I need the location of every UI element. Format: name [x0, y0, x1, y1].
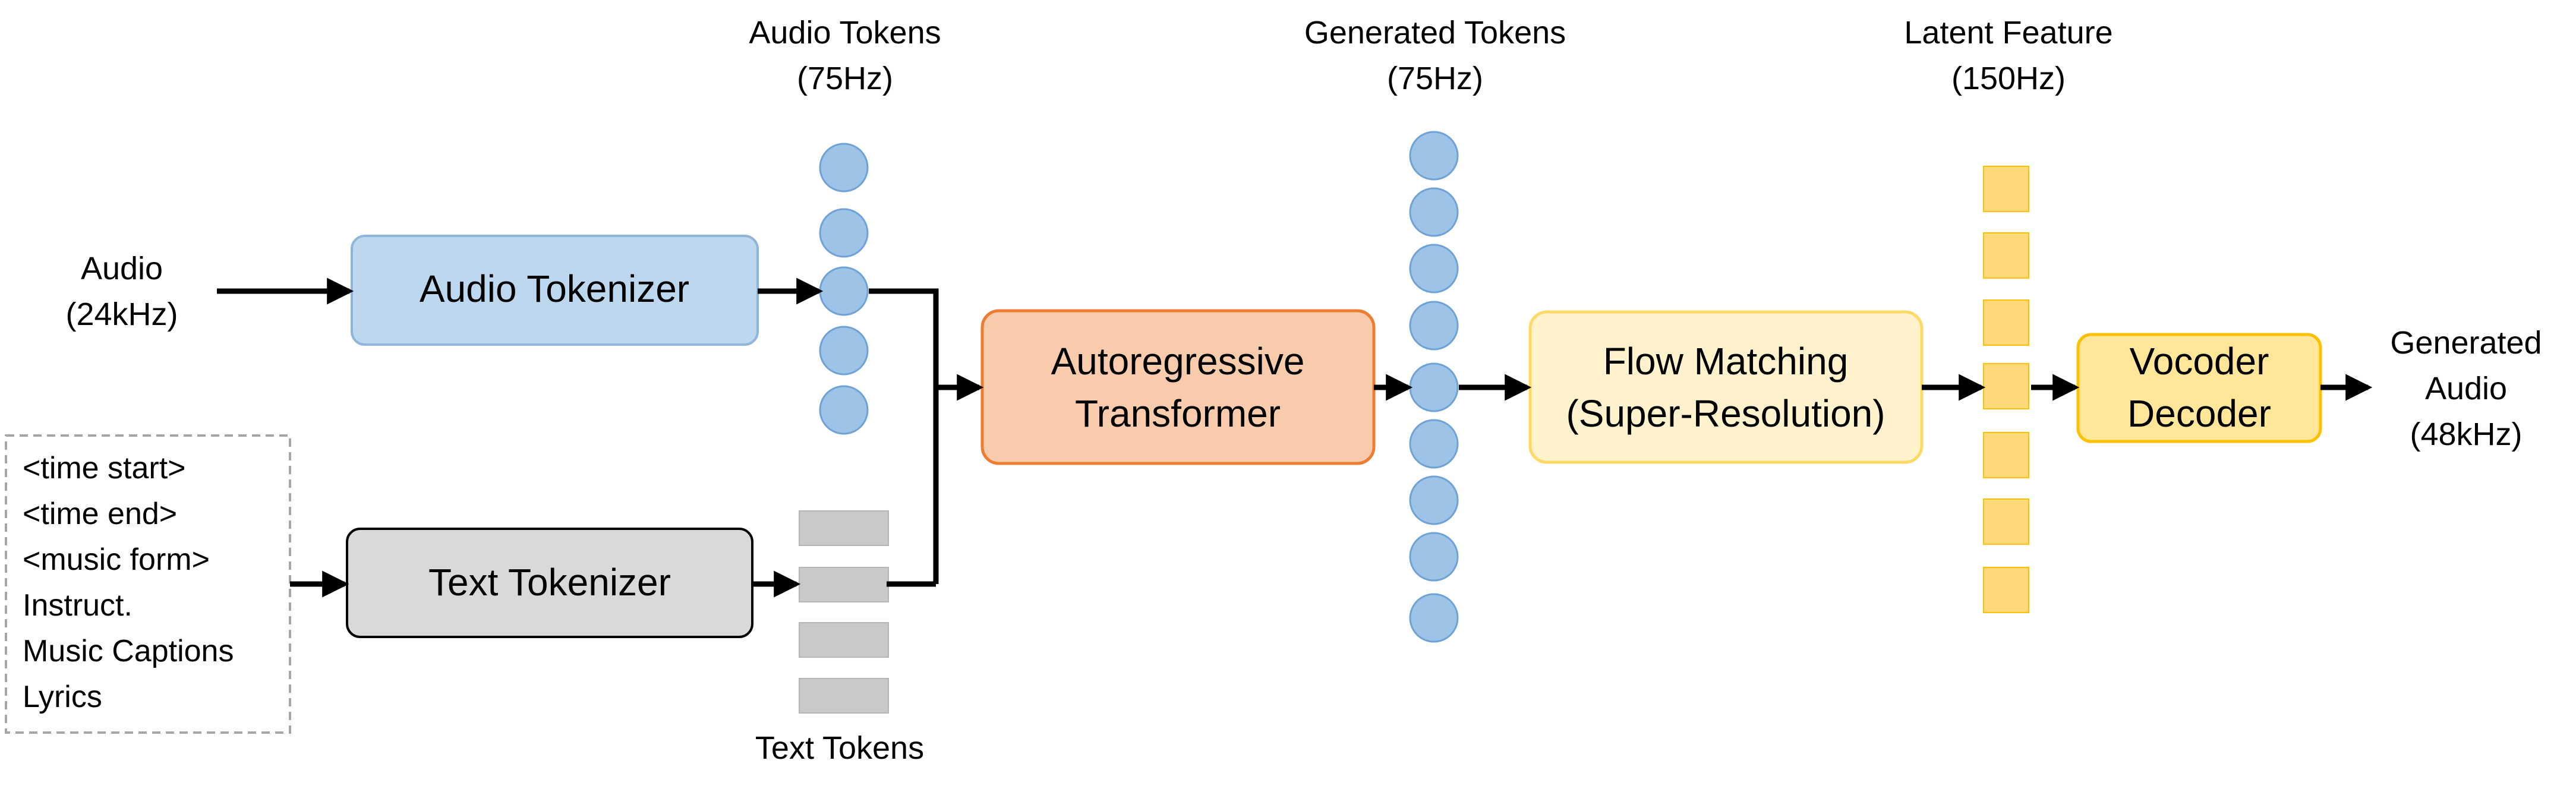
audio-tokens-label: Audio Tokens [749, 15, 941, 51]
generated-tokens-rate-label: (75Hz) [1387, 61, 1483, 96]
latent-feature-token [1983, 567, 2029, 613]
flow-matching-label-line2: (Super-Resolution) [1566, 392, 1885, 435]
text-input-music-captions: Music Captions [23, 634, 234, 668]
audio-input-label: Audio [81, 251, 163, 286]
latent-feature-rate-label: (150Hz) [1951, 61, 2066, 96]
text-tokenizer-box: Text Tokenizer [346, 528, 753, 638]
generated-token [1409, 475, 1459, 525]
latent-feature-label: Latent Feature [1904, 15, 2112, 51]
generated-token [1409, 532, 1459, 582]
generated-token [1409, 593, 1459, 643]
text-token [799, 622, 889, 658]
audio-tokenizer-label: Audio Tokenizer [420, 267, 689, 310]
generated-audio-label-line2: Audio [2425, 371, 2507, 406]
latent-feature-token [1983, 232, 2029, 279]
text-token [799, 567, 889, 602]
text-tokens-label: Text Tokens [755, 730, 924, 766]
text-input-music-form: <music form> [23, 542, 210, 577]
generated-token [1409, 244, 1459, 294]
generated-tokens-label: Generated Tokens [1304, 15, 1566, 51]
connector-audio-tokens-to-merge [869, 288, 939, 584]
ar-transformer-label-line1: Autoregressive [1051, 340, 1305, 383]
text-input-instruct: Instruct. [23, 588, 133, 623]
generated-audio-label-line1: Generated [2390, 325, 2542, 361]
latent-feature-token [1983, 166, 2029, 212]
audio-token [819, 143, 869, 193]
audio-input-rate-label: (24kHz) [65, 296, 178, 332]
generated-token [1409, 362, 1459, 412]
connectors [217, 277, 2373, 598]
autoregressive-transformer-box: Autoregressive Transformer [980, 309, 1376, 465]
generated-token [1409, 187, 1459, 237]
vocoder-label-line1: Vocoder [2130, 340, 2269, 383]
audio-token [819, 208, 869, 258]
latent-feature-token [1983, 498, 2029, 545]
text-input-time-end: <time end> [23, 497, 177, 531]
audio-tokenizer-box: Audio Tokenizer [351, 235, 759, 346]
audio-token [819, 326, 869, 376]
flow-matching-box: Flow Matching (Super-Resolution) [1528, 310, 1924, 464]
text-tokenizer-label: Text Tokenizer [428, 561, 671, 604]
text-inputs-box [5, 434, 291, 734]
audio-token [819, 385, 869, 435]
generated-token [1409, 301, 1459, 351]
text-input-time-start: <time start> [23, 451, 186, 485]
generated-token [1409, 131, 1459, 181]
text-token [799, 510, 889, 546]
audio-token [819, 266, 869, 316]
latent-feature-token [1983, 299, 2029, 346]
text-input-lyrics: Lyrics [23, 680, 102, 714]
text-token-column [799, 510, 889, 714]
audio-tokens-rate-label: (75Hz) [797, 61, 893, 96]
vocoder-label-line2: Decoder [2127, 392, 2271, 435]
generated-token [1409, 419, 1459, 469]
latent-feature-token [1983, 432, 2029, 478]
vocoder-decoder-box: Vocoder Decoder [2076, 333, 2322, 443]
latent-feature-token [1983, 363, 2029, 409]
generated-token-column [1409, 131, 1459, 643]
latent-feature-column [1983, 166, 2029, 613]
ar-transformer-label-line2: Transformer [1075, 392, 1281, 435]
flow-matching-label-line1: Flow Matching [1603, 340, 1849, 383]
text-token [799, 678, 889, 714]
generated-audio-label-line3: (48kHz) [2410, 416, 2522, 452]
audio-token-column [819, 143, 869, 435]
